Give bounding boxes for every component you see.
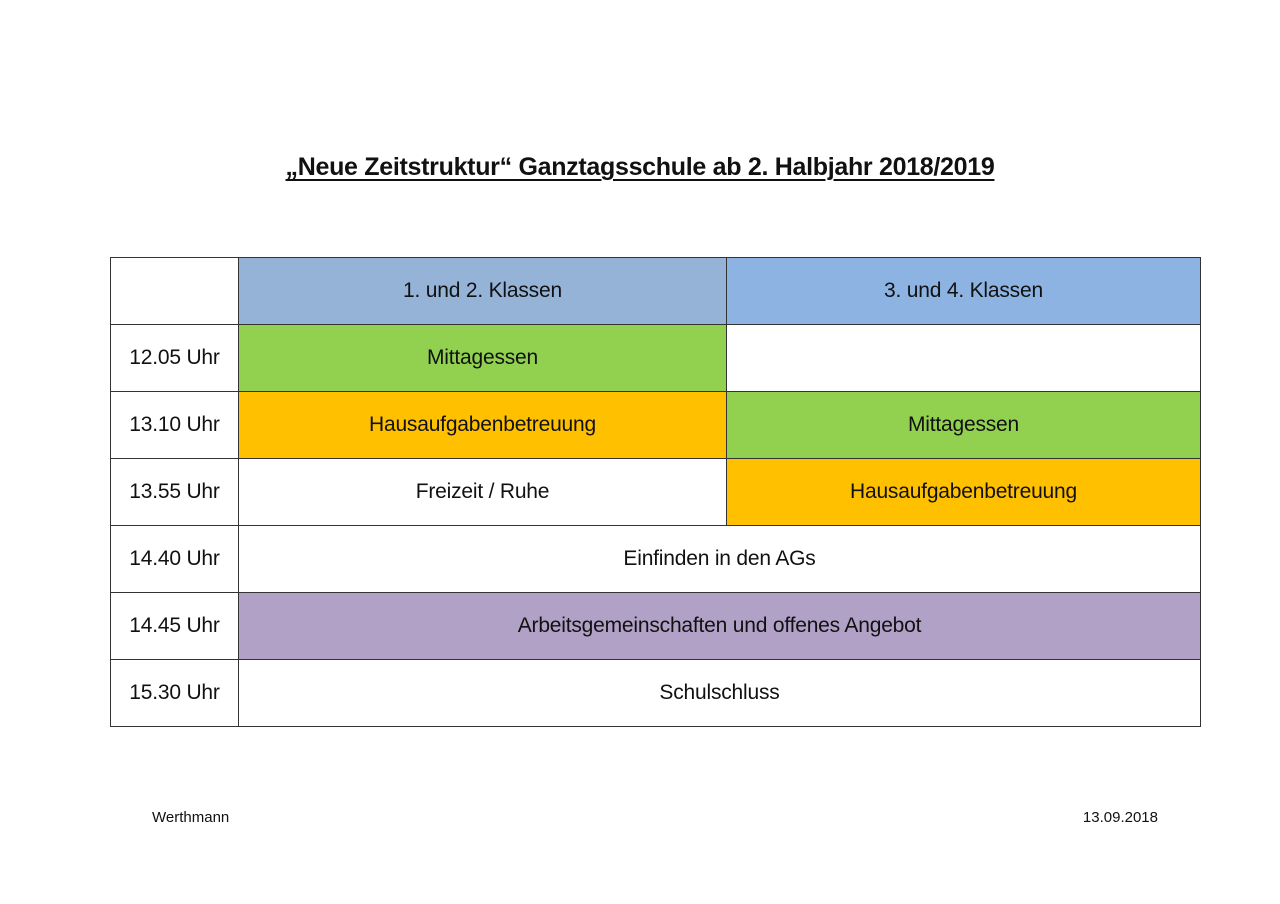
table-row: 14.40 Uhr Einfinden in den AGs (110, 525, 1201, 593)
page-title-text: „Neue Zeitstruktur“ Ganztagsschule ab 2.… (285, 153, 995, 181)
activity-cell: Hausaufgabenbetreuung (726, 458, 1201, 526)
activity-cell-spanning: Arbeitsgemeinschaften und offenes Angebo… (238, 592, 1201, 660)
footer-author: Werthmann (152, 809, 230, 826)
activity-cell: Mittagessen (726, 391, 1201, 459)
table-header-row: 1. und 2. Klassen 3. und 4. Klassen (110, 257, 1201, 325)
table-row: 13.55 Uhr Freizeit / Ruhe Hausaufgabenbe… (110, 458, 1201, 526)
activity-cell: Freizeit / Ruhe (238, 458, 727, 526)
activity-cell (726, 324, 1201, 392)
time-cell: 15.30 Uhr (110, 659, 239, 727)
schedule-table: 1. und 2. Klassen 3. und 4. Klassen 12.0… (110, 257, 1201, 727)
time-cell: 12.05 Uhr (110, 324, 239, 392)
header-time-cell (110, 257, 239, 325)
header-classes-1-2: 1. und 2. Klassen (238, 257, 727, 325)
table-row: 13.10 Uhr Hausaufgabenbetreuung Mittages… (110, 391, 1201, 459)
activity-cell: Mittagessen (238, 324, 727, 392)
table-row: 15.30 Uhr Schulschluss (110, 659, 1201, 727)
activity-cell-spanning: Schulschluss (238, 659, 1201, 727)
activity-cell-spanning: Einfinden in den AGs (238, 525, 1201, 593)
time-cell: 13.10 Uhr (110, 391, 239, 459)
table-row: 12.05 Uhr Mittagessen (110, 324, 1201, 392)
time-cell: 14.45 Uhr (110, 592, 239, 660)
header-classes-3-4: 3. und 4. Klassen (726, 257, 1201, 325)
time-cell: 13.55 Uhr (110, 458, 239, 526)
table-row: 14.45 Uhr Arbeitsgemeinschaften und offe… (110, 592, 1201, 660)
time-cell: 14.40 Uhr (110, 525, 239, 593)
activity-cell: Hausaufgabenbetreuung (238, 391, 727, 459)
footer-date: 13.09.2018 (1082, 809, 1158, 826)
page-title: „Neue Zeitstruktur“ Ganztagsschule ab 2.… (0, 153, 1280, 182)
